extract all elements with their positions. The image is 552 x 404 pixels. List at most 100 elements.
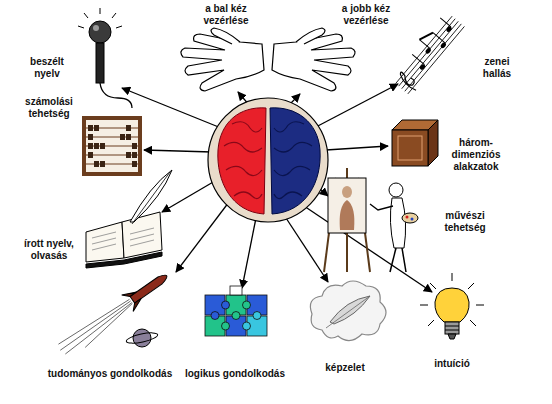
label-slot: logikus gondolkodás [180,368,290,380]
function-label: három- dimenziós alakzatok [446,137,506,173]
book-and-quill-part-part [92,244,116,250]
music-notes-part [419,40,430,49]
label-slot: három- dimenziós alakzatok [446,137,506,173]
music-notes-part-part [408,26,465,93]
abacus-part-part [126,152,131,158]
brain-head-part [208,98,328,222]
label-slot: a bal kéz vezérlése [198,3,254,27]
music-notes-part-part [405,24,462,91]
light-bulb-part [435,288,469,322]
function-label: beszélt nyelv [22,56,72,80]
label-slot: képzelet [315,362,375,374]
artist-painting-part [402,213,418,223]
wooden-cube-part [392,130,428,166]
puzzle-pieces [205,286,267,336]
label-slot: zenei hallás [474,56,520,80]
function-label: a jobb kéz vezérlése [335,3,397,27]
function-label: képzelet [315,362,375,374]
arrow-lines-part [162,178,220,212]
artist-painting-part [402,248,406,272]
book-and-quill-part-part [130,240,154,246]
abacus-part [88,125,137,167]
rocket-and-planet-part-part [130,298,145,311]
rocket-and-planet-part [126,331,159,345]
light-bulb-part [445,330,459,331]
music-notes-part [440,18,451,27]
book-and-quill-part-part [92,232,116,238]
music-notes-part [425,47,432,54]
brain-head-part-part [274,142,312,152]
function-label: logikus gondolkodás [180,368,290,380]
brain-head-part [218,108,266,214]
puzzle-pieces-part [211,312,219,320]
artist-painting [324,168,418,272]
abacus-part [84,118,140,174]
music-notes-part [412,54,424,64]
abacus [84,118,140,174]
book-and-quill [86,170,172,268]
function-label: zenei hallás [474,56,520,80]
rocket-and-planet-part-part [130,272,169,303]
left-hand-part [211,28,240,44]
abacus-part-part [100,161,105,167]
rocket-and-planet-part-part [122,287,137,300]
artist-painting-part [411,218,414,221]
book-and-quill-part-part [92,238,116,244]
puzzle-pieces-part [230,286,242,295]
music-notes-part [445,25,452,32]
puzzle-pieces-part [243,322,251,330]
brain-head-part-part [232,122,262,132]
book-and-quill-part [86,222,124,262]
arrow-lines-part [144,150,212,152]
brain-head-part-part [274,166,310,175]
light-bulb-part-part [476,305,484,306]
music-notes-part-part [402,21,459,88]
right-hand-part [296,28,325,44]
wooden-cube-part [428,120,438,166]
arrow-lines-part [314,84,398,128]
abacus-part-part [126,125,131,131]
puzzle-pieces-part [243,301,251,309]
abacus-part-part [132,161,137,167]
microphone [78,8,132,108]
light-bulb-part-part [468,283,474,289]
arrow-lines [122,84,432,292]
brain-head-part [224,122,262,199]
light-bulb-part-part [452,273,453,281]
artist-painting-part [390,248,396,272]
arrow-lines-part [326,146,388,150]
abacus-part-part [88,152,93,158]
rocket-and-planet [55,267,174,360]
abacus-part-part [94,161,99,167]
abacus-part-part [94,143,99,149]
rocket-and-planet-part-part-part [60,301,130,350]
light-bulb-part [445,322,459,334]
brain-head-part-part [234,192,262,199]
label-slot: művészi tehetség [436,210,494,234]
abacus-part-part [86,164,138,165]
music-notes-part [433,33,445,43]
book-and-quill-part-part [130,234,154,240]
microphone-part [100,83,132,108]
label-slot: számolási tehetség [18,96,80,120]
function-label: művészi tehetség [436,210,494,234]
abacus-part-part [86,146,138,147]
label-slot: beszélt nyelv [22,56,72,80]
music-notes-part [419,29,433,44]
brain-head-part-part [274,122,304,132]
microphone-part-part [116,26,122,28]
light-bulb [420,273,484,339]
abacus-part [86,128,138,164]
abacus-part-part [88,143,93,149]
abacus-part-part [88,125,93,131]
abacus-part-part [94,125,99,131]
light-bulb-part [448,334,456,339]
music-notes-part [396,16,465,94]
puzzle-pieces-part [232,312,240,320]
artist-painting-part [342,186,352,198]
music-notes-part [397,70,420,91]
label-slot: intuíció [420,358,484,370]
right-hand [272,28,355,91]
